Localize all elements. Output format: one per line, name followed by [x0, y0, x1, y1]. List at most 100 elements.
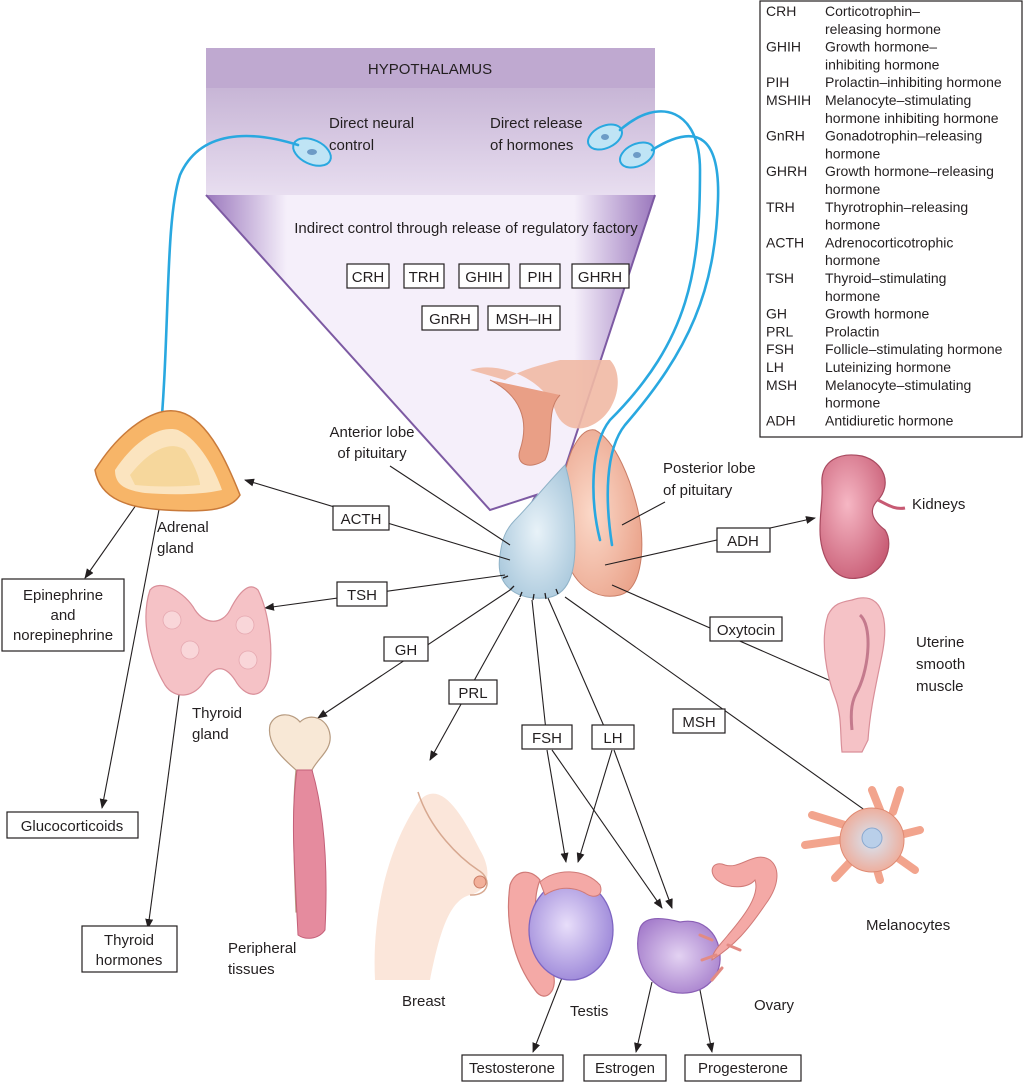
direct-neural-line2: control: [329, 137, 374, 154]
factor-box-msh-ih: MSH–IH: [487, 305, 561, 331]
kidneys-label: Kidneys: [912, 496, 965, 513]
legend-def-gh: Growth hormone: [825, 306, 929, 322]
svg-text:Testosterone: Testosterone: [469, 1060, 555, 1077]
legend-def-mshih: hormone inhibiting hormone: [825, 110, 999, 126]
uterine-label-2: smooth: [916, 656, 965, 673]
legend-abbr-lh: LH: [766, 359, 784, 375]
legend-abbr-adh: ADH: [766, 412, 796, 428]
posterior-lobe-label-2: of pituitary: [663, 482, 733, 499]
svg-text:TSH: TSH: [347, 587, 377, 604]
hormone-box-acth: ACTH: [332, 505, 390, 531]
factor-box-ghih: GHIH: [458, 263, 510, 289]
legend-def-acth: hormone: [825, 252, 880, 268]
hormone-box-adh: ADH: [716, 527, 771, 553]
svg-text:ACTH: ACTH: [341, 511, 382, 528]
hypothalamus-header: [206, 48, 655, 88]
hormone-box-prl: PRL: [448, 679, 498, 705]
svg-text:Thyroid: Thyroid: [104, 932, 154, 949]
svg-text:Estrogen: Estrogen: [595, 1060, 655, 1077]
hormone-arrows: [84, 477, 891, 1053]
svg-text:FSH: FSH: [532, 730, 562, 747]
svg-text:Progesterone: Progesterone: [698, 1060, 788, 1077]
hormone-box-msh: MSH: [672, 708, 726, 734]
legend-def-ghih: inhibiting hormone: [825, 56, 940, 72]
factor-box-crh: CRH: [346, 263, 390, 289]
legend-def-prl: Prolactin: [825, 323, 879, 339]
peripheral-label-1: Peripheral: [228, 940, 296, 957]
legend-abbr-pih: PIH: [766, 74, 789, 90]
factor-box-trh: TRH: [403, 263, 445, 289]
svg-text:GnRH: GnRH: [429, 311, 471, 328]
legend-abbr-acth: ACTH: [766, 234, 804, 250]
anterior-lobe-leader: [389, 465, 511, 546]
hormone-box-oxytocin: Oxytocin: [709, 616, 783, 642]
legend-def-lh: Luteinizing hormone: [825, 359, 951, 375]
svg-text:GHRH: GHRH: [578, 269, 622, 286]
svg-text:norepinephrine: norepinephrine: [13, 627, 113, 644]
factor-box-ghrh: GHRH: [571, 263, 630, 289]
svg-text:Glucocorticoids: Glucocorticoids: [21, 818, 124, 835]
legend-abbr-crh: CRH: [766, 3, 796, 19]
product-box-epinephrine: Epinephrine and norepinephrine: [1, 578, 125, 652]
factor-box-pih: PIH: [519, 263, 561, 289]
legend-def-pih: Prolactin–inhibiting hormone: [825, 74, 1002, 90]
pituitary-stalk: [489, 379, 561, 466]
product-box-glucocorticoids: Glucocorticoids: [6, 811, 139, 839]
svg-text:CRH: CRH: [352, 269, 385, 286]
adrenal-label-1: Adrenal: [157, 519, 209, 536]
legend-def-ghrh: hormone: [825, 181, 880, 197]
legend-abbr-mshih: MSHIH: [766, 92, 811, 108]
hormone-box-fsh: FSH: [521, 724, 573, 750]
product-box-progesterone: Progesterone: [684, 1054, 802, 1082]
product-box-estrogen: Estrogen: [583, 1054, 667, 1082]
neuron-nucleus-icon: [633, 152, 641, 158]
bone-muscle-icon: [268, 714, 331, 939]
uterus-icon: [823, 597, 886, 753]
svg-text:and: and: [50, 607, 75, 624]
legend-abbr-msh: MSH: [766, 377, 797, 393]
legend-def-msh: Melanocyte–stimulating: [825, 377, 971, 393]
svg-text:GH: GH: [395, 642, 418, 659]
kidney-icon: [819, 454, 906, 579]
neuron-nucleus-icon: [601, 134, 609, 140]
svg-text:Oxytocin: Oxytocin: [717, 622, 775, 639]
product-box-thyroid-hormones: Thyroid hormones: [81, 925, 178, 973]
svg-text:Epinephrine: Epinephrine: [23, 587, 103, 604]
legend-def-crh: releasing hormone: [825, 21, 941, 37]
anterior-lobe-label-1: Anterior lobe: [329, 424, 414, 441]
hypothalamus-tissue: [470, 360, 618, 429]
anterior-lobe-label-2: of pituitary: [337, 445, 407, 462]
legend-def-fsh: Follicle–stimulating hormone: [825, 341, 1003, 357]
peripheral-label-2: tissues: [228, 961, 275, 978]
legend-def-acth: Adrenocorticotrophic: [825, 234, 953, 250]
legend-def-msh: hormone: [825, 395, 880, 411]
ovary-icon: [637, 856, 778, 994]
legend-def-mshih: Melanocyte–stimulating: [825, 92, 971, 108]
thyroid-gland-icon: [145, 585, 272, 696]
hormone-box-gh: GH: [383, 636, 429, 662]
svg-text:GHIH: GHIH: [465, 269, 503, 286]
adrenal-gland-icon: [94, 410, 241, 512]
indirect-control-label: Indirect control through release of regu…: [294, 220, 638, 237]
legend-abbr-gnrh: GnRH: [766, 128, 805, 144]
breast-icon: [374, 791, 488, 980]
ovary-label: Ovary: [754, 997, 795, 1014]
legend-def-tsh: Thyroid–stimulating: [825, 270, 946, 286]
svg-text:ADH: ADH: [727, 533, 759, 550]
legend-abbr-trh: TRH: [766, 199, 795, 215]
legend-def-gnrh: Gonadotrophin–releasing: [825, 128, 982, 144]
melanocyte-icon: [801, 786, 924, 884]
direct-release-line2: of hormones: [490, 137, 573, 154]
thyroid-label-2: gland: [192, 726, 229, 743]
legend-def-trh: Thyrotrophin–releasing: [825, 199, 968, 215]
testis-label: Testis: [570, 1003, 608, 1020]
legend-def-gnrh: hormone: [825, 145, 880, 161]
svg-text:MSH: MSH: [682, 714, 715, 731]
uterine-label-1: Uterine: [916, 634, 964, 651]
svg-text:hormones: hormones: [96, 952, 163, 969]
direct-release-line1: Direct release: [490, 115, 583, 132]
neuron-nucleus-icon: [307, 149, 317, 155]
posterior-lobe-label-1: Posterior lobe: [663, 460, 756, 477]
